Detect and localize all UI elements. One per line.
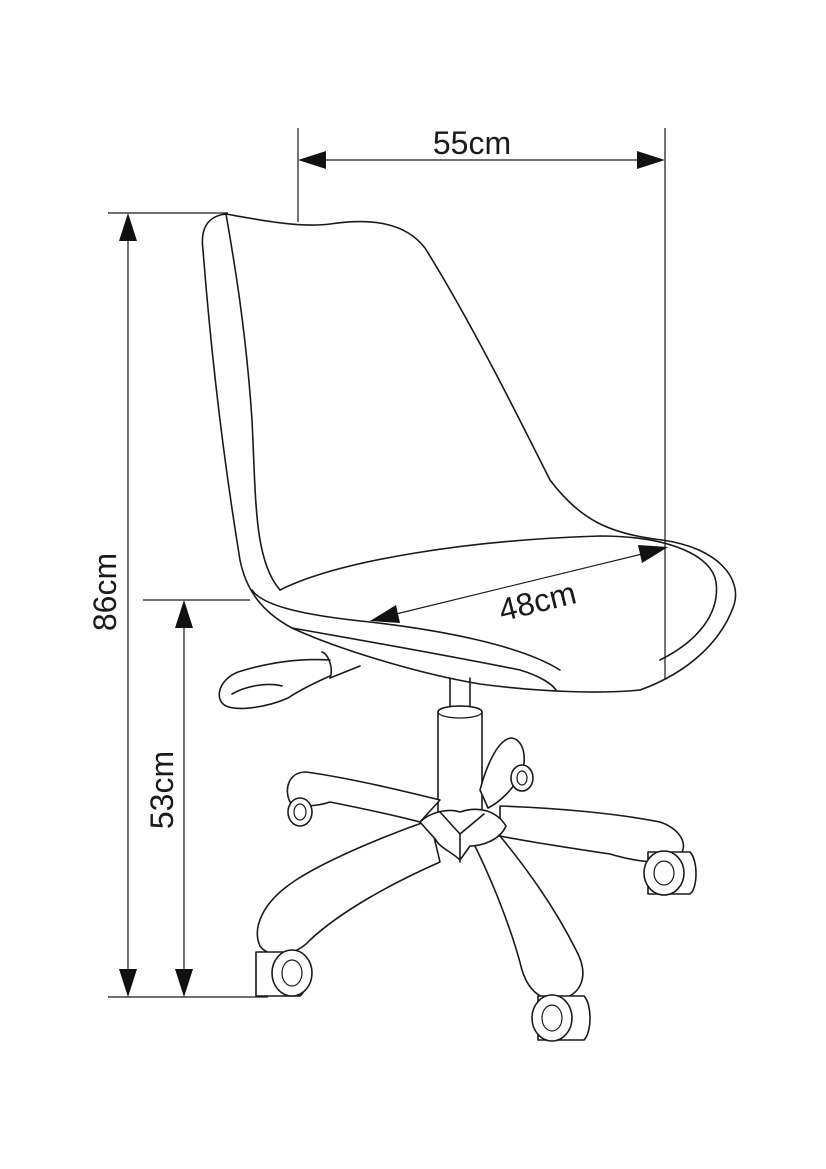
width-label: 55cm — [433, 125, 511, 161]
seat-height-dimension: 53cm — [143, 599, 250, 997]
caster-front — [531, 994, 591, 1042]
arrow-left — [298, 151, 326, 169]
arrow-right — [638, 545, 668, 563]
seat-depth-label: 48cm — [495, 574, 580, 628]
arrow-left — [370, 605, 400, 623]
star-base — [256, 737, 685, 1001]
arrow-down — [119, 969, 137, 997]
arrow-down — [175, 969, 193, 997]
height-adjust-lever — [218, 651, 361, 710]
caster-back-right — [510, 764, 534, 792]
chair-shell — [201, 213, 737, 693]
caster-back-left — [287, 797, 313, 827]
width-dimension: 55cm — [297, 125, 666, 680]
height-dimension: 86cm — [87, 212, 268, 998]
gas-cylinder — [437, 677, 483, 831]
seat-height-label: 53cm — [144, 751, 180, 829]
seat-depth-dimension: 48cm — [370, 545, 668, 628]
caster-right — [643, 850, 697, 896]
caster-front-left — [255, 949, 313, 997]
arrow-up — [175, 600, 193, 628]
arrow-up — [119, 213, 137, 241]
arrow-right — [637, 151, 665, 169]
height-label: 86cm — [87, 553, 123, 631]
